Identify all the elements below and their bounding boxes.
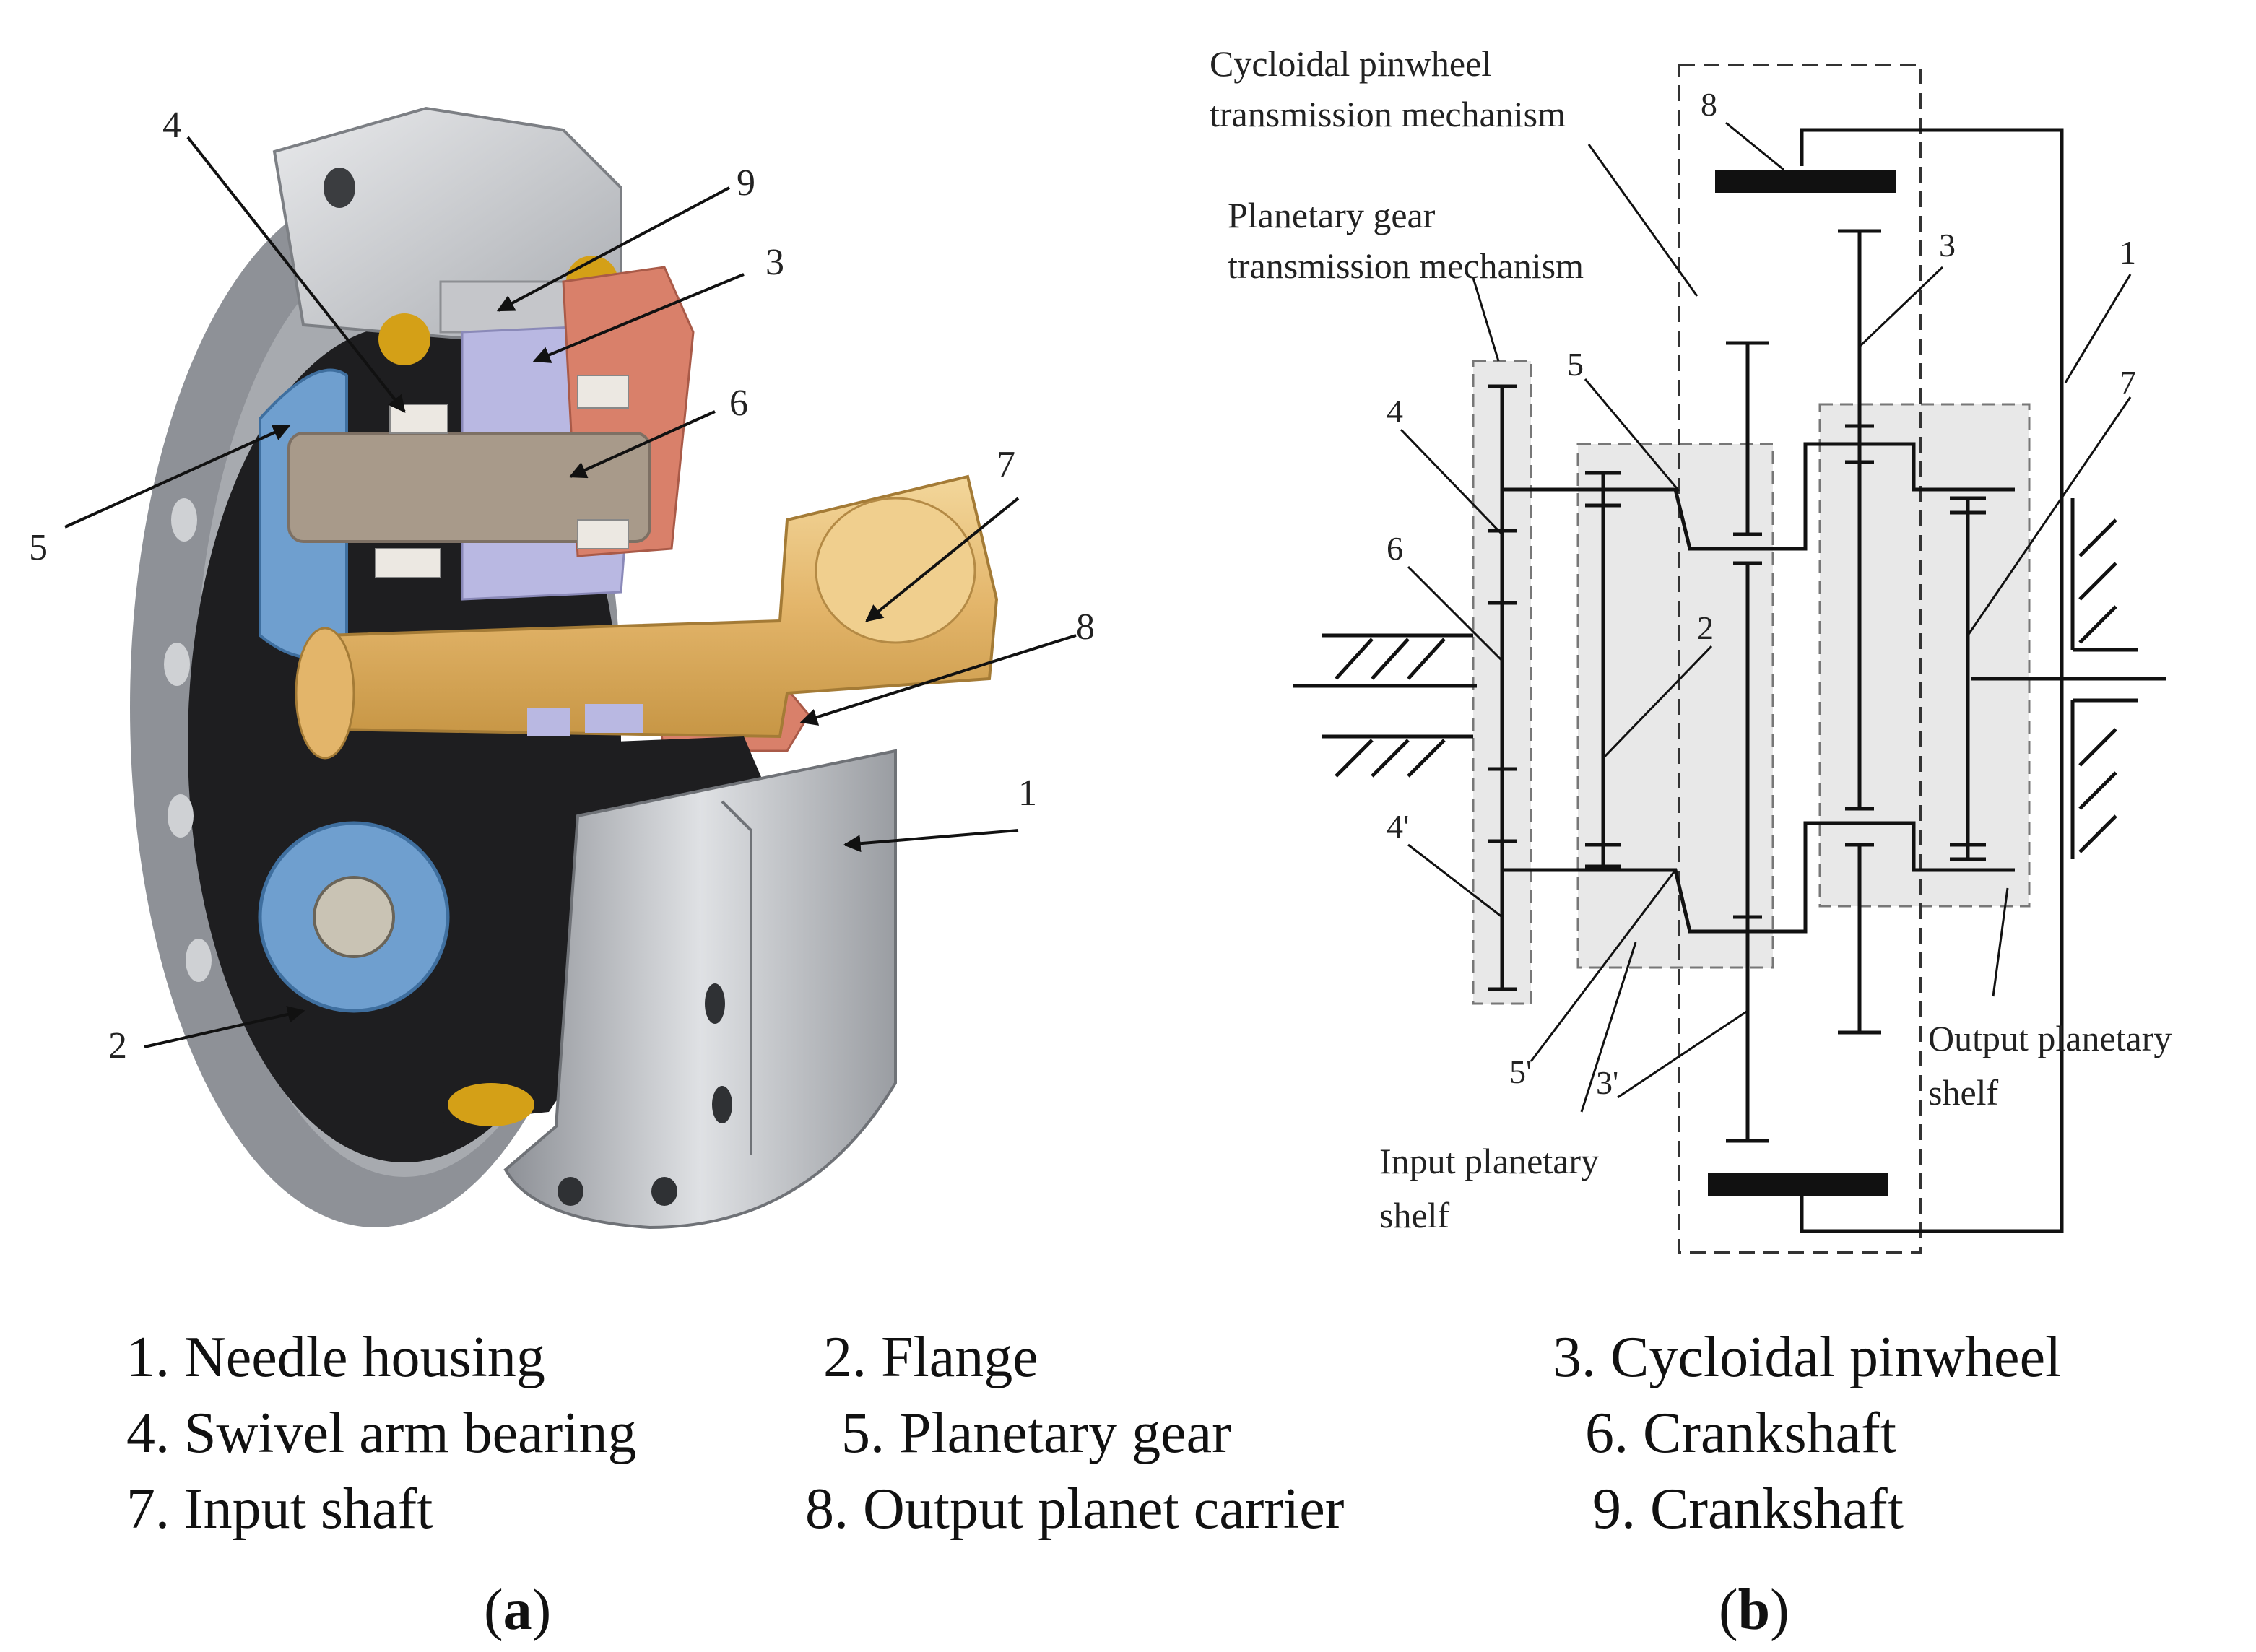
lavender-lower-1 [527, 708, 570, 736]
legend-item-4: 4. Swivel arm bearing [126, 1401, 637, 1465]
leader-4 [186, 136, 406, 413]
legend-item-5: 5. Planetary gear [841, 1401, 1231, 1465]
label-b-4p: 4' [1387, 808, 1409, 845]
region-output-planetary-shelf [1818, 403, 2031, 908]
legend-item-6: 6. Crankshaft [1585, 1401, 1897, 1465]
leader-b-4 [1400, 428, 1504, 536]
housing-groove [721, 800, 752, 1155]
region-input-planetary-shelf [1576, 443, 1774, 969]
label-b-3p: 3' [1596, 1064, 1618, 1101]
part-label-3: 3 [765, 242, 784, 283]
ground-right [1971, 498, 2166, 859]
flange-hub [313, 876, 395, 958]
caption-b: (b) [1719, 1578, 1789, 1642]
crankshaft-bearing-2 [577, 375, 629, 409]
transmission-schematic: Cycloidal pinwheel transmission mechanis… [1210, 43, 2172, 1254]
leader-b-5 [1584, 378, 1680, 492]
label-b-6: 6 [1387, 530, 1403, 567]
label-b-1: 1 [2120, 234, 2136, 271]
leader-3 [532, 273, 745, 363]
title-cycloidal-2: transmission mechanism [1210, 94, 1566, 134]
part-label-7: 7 [997, 444, 1015, 485]
leader-b-3 [1858, 266, 1944, 348]
leader-1 [843, 829, 1019, 853]
title-input-shelf-1: Input planetary [1379, 1141, 1599, 1181]
leader-b-7 [1966, 396, 2132, 636]
leader-b-cyclo [1587, 144, 1698, 297]
label-b-2: 2 [1697, 609, 1714, 646]
crankshaft-6 [287, 432, 651, 543]
ground-left [1293, 633, 1477, 778]
label-b-5p: 5' [1509, 1053, 1532, 1090]
label-b-3: 3 [1939, 227, 1956, 264]
legend-item-3: 3. Cycloidal pinwheel [1553, 1326, 2062, 1389]
caption-a: (a) [484, 1578, 552, 1642]
title-planetary-1: Planetary gear [1228, 195, 1436, 235]
leader-b-3p [1617, 1009, 1748, 1099]
pin-ring-bottom [1708, 1173, 1888, 1196]
label-b-4: 4 [1387, 393, 1403, 430]
leader-b-6 [1407, 565, 1504, 662]
crankshaft-bearing-1 [389, 404, 448, 434]
crankshaft-bearing-4 [577, 519, 629, 549]
leader-b-planet [1472, 277, 1500, 362]
pin-ring-top [1715, 170, 1896, 193]
leader-6 [568, 410, 716, 479]
label-b-7: 7 [2120, 364, 2136, 401]
leader-8 [799, 634, 1077, 726]
title-input-shelf-2: shelf [1379, 1195, 1450, 1235]
title-planetary-2: transmission mechanism [1228, 245, 1584, 286]
figure-canvas: 4 9 3 6 5 7 8 1 2 [29, 43, 2172, 1254]
leader-b-1 [2064, 274, 2132, 383]
part-label-6: 6 [729, 383, 748, 424]
leader-b-8 [1725, 121, 1784, 171]
lower-crank-link [1502, 821, 2015, 934]
legend-item-8: 8. Output planet carrier [805, 1477, 1345, 1541]
part-label-5: 5 [29, 527, 48, 568]
needle-roller-top-1 [378, 313, 430, 365]
part-label-9: 9 [737, 162, 755, 204]
leader-5 [64, 424, 291, 529]
leader-b-2 [1602, 645, 1713, 760]
legend-item-2: 2. Flange [823, 1326, 1038, 1389]
caption-b-letter: b [1737, 1578, 1771, 1642]
part-label-2: 2 [108, 1025, 127, 1066]
needle-roller-bottom [448, 1083, 534, 1126]
top-bolt-hole [324, 168, 355, 208]
upper-crank-link [1502, 442, 2015, 551]
bolt-holes-housing [558, 983, 732, 1206]
leader-b-input-shelf [1580, 942, 1637, 1113]
gear-reducer-cutaway-illustration: 4 9 3 6 5 7 8 1 2 [29, 105, 1095, 1230]
leader-b-5p [1530, 869, 1677, 1062]
crankshaft-9-block [439, 280, 579, 334]
label-b-5: 5 [1567, 346, 1584, 383]
bolt-holes-flange [164, 498, 212, 982]
sun-gear [295, 627, 355, 760]
leader-7 [865, 497, 1020, 622]
needle-housing-front [503, 749, 897, 1230]
legend-item-7: 7. Input shaft [126, 1477, 433, 1541]
title-cycloidal-1: Cycloidal pinwheel [1210, 43, 1491, 84]
input-shaft-bore [815, 497, 976, 644]
legend-item-9: 9. Crankshaft [1592, 1477, 1904, 1541]
leader-9 [496, 186, 730, 312]
region-cycloidal-mechanism [1678, 64, 1922, 1254]
lavender-lower-2 [585, 704, 643, 733]
leader-2 [144, 1006, 305, 1048]
leader-b-output-shelf [1992, 887, 2009, 997]
part-label-1: 1 [1018, 773, 1037, 814]
crankshaft-bearing-3 [375, 548, 441, 578]
legend-item-1: 1. Needle housing [126, 1326, 545, 1389]
caption-a-letter: a [503, 1578, 532, 1642]
title-output-shelf-2: shelf [1928, 1072, 1999, 1113]
part-label-4: 4 [162, 105, 181, 146]
part-label-8: 8 [1076, 607, 1095, 648]
title-output-shelf-1: Output planetary [1928, 1018, 2172, 1058]
label-b-8: 8 [1701, 86, 1717, 123]
leader-b-4p [1407, 843, 1503, 918]
